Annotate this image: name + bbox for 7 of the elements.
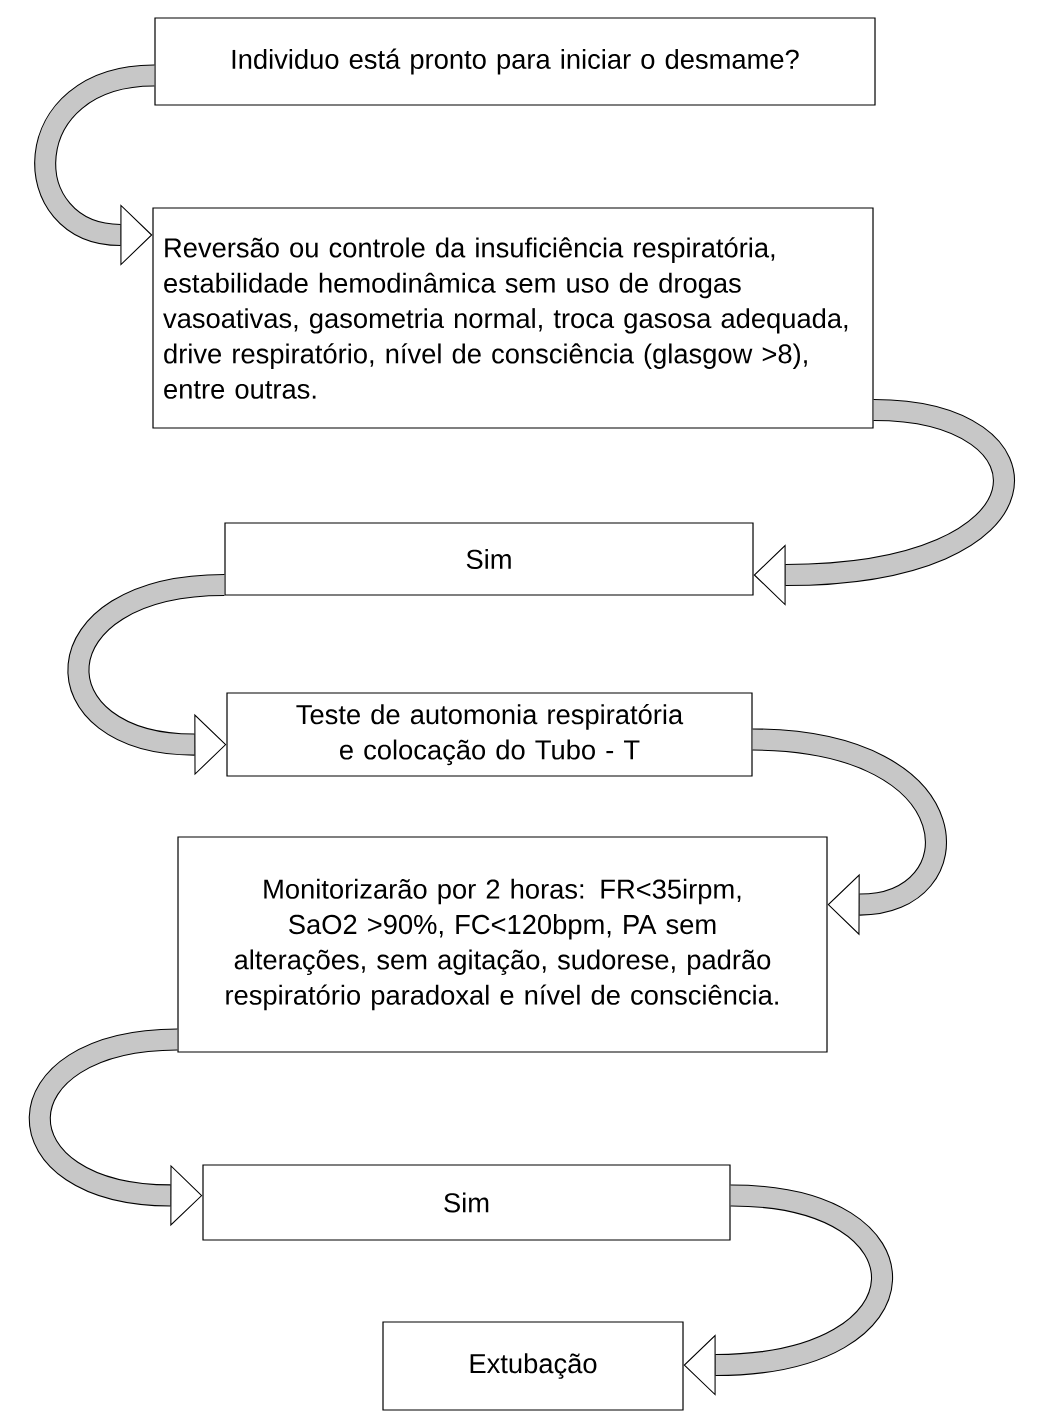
process-box: Individuo está pronto para iniciar o desmame?: [154, 17, 876, 106]
process-box: Monitorizarão por 2 horas: FR<35irpm, SaO2 >90%, FC<120bpm, PA sem alterações, sem agitação, sudorese, padrão respiratório paradoxal e nível de consciência.: [177, 836, 828, 1053]
process-box: Reversão ou controle da insuficiência respiratória, estabilidade hemodinâmica sem uso de drogas vasoativas, gasometria normal, troca gasosa adequada, drive respiratório, nível de consciência (glasgow >8), entre outras.: [152, 207, 874, 429]
curved-arrow: [34, 64, 156, 266]
curved-arrow: [753, 398, 1015, 606]
curved-arrow: [683, 1184, 893, 1396]
curved-arrow: [751, 728, 947, 936]
